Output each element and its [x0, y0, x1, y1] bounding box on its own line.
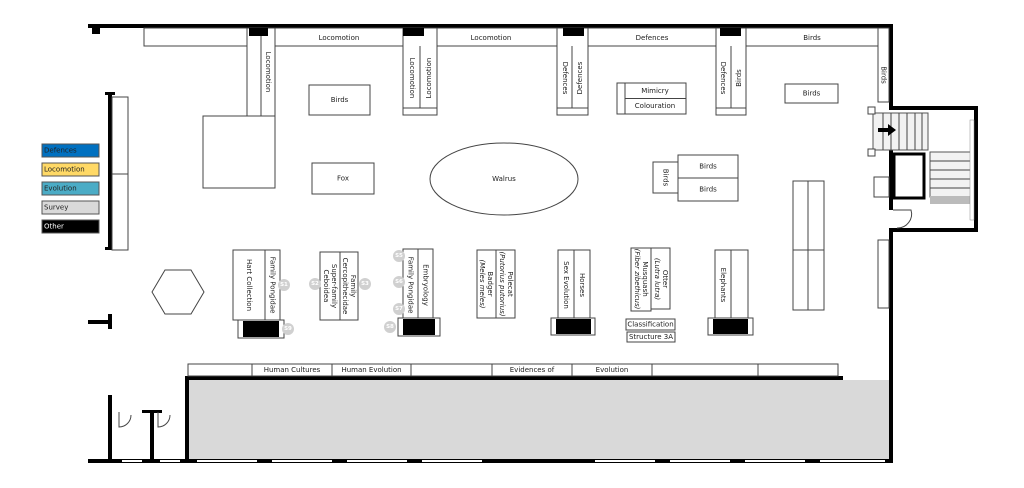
- birds-cluster-top: Birds: [699, 163, 717, 171]
- legend-swatch-other: [41, 219, 100, 234]
- marker-s7: S7: [395, 306, 403, 312]
- legend-label-locomotion: Locomotion: [44, 166, 85, 174]
- badger-line2: (Meles meles): [478, 260, 486, 309]
- fox-case: Fox: [337, 175, 349, 183]
- defences-a: Defences: [561, 62, 569, 95]
- colouration-case: Colouration: [635, 102, 675, 110]
- top-locomotion-2: Locomotion: [471, 34, 512, 42]
- birds-case-2: Birds: [803, 90, 821, 98]
- birds-corner: Birds: [880, 66, 888, 84]
- gray-gallery-area: [189, 380, 889, 459]
- family-pongidae-2: Family Pongidae: [407, 257, 415, 314]
- legend-swatch-evolution: [41, 181, 100, 196]
- human-cultures: Human Cultures: [264, 366, 321, 374]
- hexagon-case: [151, 269, 205, 315]
- legend-swatch-defences: [41, 143, 100, 158]
- south-strip-cases: Human Cultures Human Evolution Evidences…: [187, 363, 839, 377]
- legend-label-defences: Defences: [44, 147, 77, 155]
- polecat-line2: (Putorius putorius): [498, 251, 506, 316]
- locomotion-b: Locomotion: [408, 58, 416, 99]
- legend: Defences Locomotion Evolution Survey Oth…: [41, 143, 100, 234]
- hart-collection: Hart Collection: [245, 259, 253, 311]
- legend-label-other: Other: [44, 223, 64, 231]
- cercopithecidae-line2: Cercopithecidae: [341, 258, 349, 315]
- birds-a: Birds: [735, 69, 743, 87]
- top-locomotion-1: Locomotion: [319, 34, 360, 42]
- marker-s3: S3: [361, 281, 369, 287]
- marker-s2: S2: [311, 281, 319, 287]
- musquash-line1: Musquash: [641, 261, 649, 296]
- embryology: Embryology: [422, 264, 430, 306]
- family-pongidae-1: Family Pongidae: [269, 257, 277, 314]
- floor-cases: Birds Fox Walrus Mimicry Colouration Bir…: [151, 82, 890, 315]
- defences-c: Defences: [719, 62, 727, 95]
- marker-s5: S5: [395, 253, 403, 259]
- marker-s1: S1: [280, 282, 288, 288]
- classification-label: Classification: [627, 321, 673, 329]
- bottom-row-cases: Hart Collection Family Pongidae Family C…: [232, 247, 754, 343]
- staircase[interactable]: [867, 106, 975, 221]
- evolution: Evolution: [596, 366, 629, 374]
- polecat-line1: Polecat: [506, 271, 514, 297]
- locomotion-a: Locomotion: [264, 52, 272, 93]
- top-defences: Defences: [636, 34, 669, 42]
- legend-swatch-locomotion: [41, 162, 100, 177]
- legend-label-survey: Survey: [44, 204, 68, 212]
- musquash-line2: (Fiber zibethicus): [633, 249, 641, 310]
- ceboidea-line1: Super-family: [330, 264, 338, 308]
- marker-s9: S9: [284, 326, 292, 332]
- ceboidea-line2: Ceboidea: [322, 270, 330, 303]
- marker-s8: S8: [386, 324, 394, 330]
- top-birds: Birds: [803, 34, 821, 42]
- top-strip-cases: Locomotion Locomotion Defences Birds Bir…: [143, 27, 890, 103]
- walrus-case: [429, 142, 579, 216]
- arrow-right-icon: [878, 124, 896, 136]
- birds-cluster-side: Birds: [662, 169, 670, 187]
- defences-b: Defences: [576, 61, 584, 94]
- birds-cluster-bottom: Birds: [699, 186, 717, 194]
- otter-line2: (Lutra lutra): [653, 258, 661, 300]
- structure-label: Structure 3A: [629, 333, 673, 341]
- otter-line1: Otter: [661, 270, 669, 288]
- sex-evolution: Sex Evolution: [562, 261, 570, 309]
- walrus-label: Walrus: [492, 175, 516, 183]
- survey-markers: S1 S2 S3 S5 S6 S7 S8 S9: [278, 250, 405, 335]
- evidences-of: Evidences of: [510, 366, 555, 374]
- elephants: Elephants: [719, 268, 727, 303]
- marker-s6: S6: [395, 279, 403, 285]
- locomotion-c: Locomotion: [425, 58, 433, 99]
- legend-label-evolution: Evolution: [44, 185, 77, 193]
- cercopithecidae-line1: Family: [349, 275, 357, 298]
- horses: Horses: [578, 273, 586, 297]
- empty-case: [202, 115, 276, 189]
- human-evolution: Human Evolution: [341, 366, 401, 374]
- legend-swatch-survey: [41, 200, 100, 215]
- mimicry-case: Mimicry: [641, 87, 669, 95]
- badger-line1: Badger: [486, 271, 494, 296]
- walls: [88, 24, 978, 463]
- birds-case-1: Birds: [331, 96, 349, 104]
- vertical-cases: Locomotion Locomotion Locomotion Defence…: [246, 27, 747, 117]
